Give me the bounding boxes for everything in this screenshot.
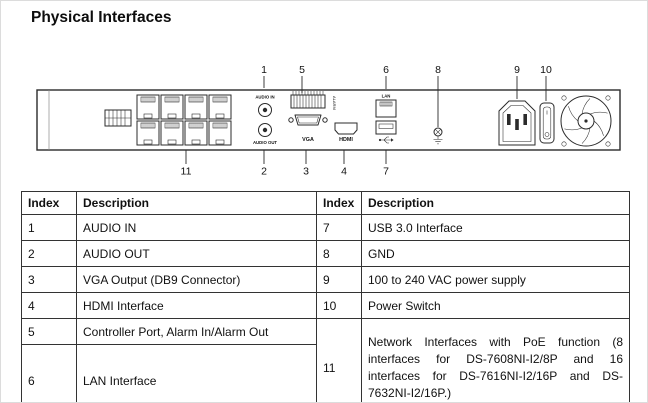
table-row: 3 VGA Output (DB9 Connector) 9 100 to 24… [21, 266, 630, 293]
header-index-left: Index [21, 191, 77, 215]
power-switch [539, 102, 555, 144]
fan-screw [561, 141, 567, 147]
interface-table: Index Description Index Description 1 AU… [21, 191, 630, 402]
table-row: 2 AUDIO OUT 8 GND [21, 240, 630, 267]
callout-9: 9 [514, 64, 520, 76]
desc-cell: VGA Output (DB9 Connector) [76, 266, 317, 293]
table-row: 1 AUDIO IN 7 USB 3.0 Interface [21, 214, 630, 241]
usb-trident-icon [378, 136, 394, 144]
desc-cell: HDMI Interface [76, 292, 317, 319]
index-cell: 11 [316, 318, 362, 402]
vga-port: VGA [288, 114, 328, 143]
desc-cell: Network Interfaces with PoE function (8 … [361, 318, 630, 402]
callout-10: 10 [540, 64, 552, 76]
desc-cell: AUDIO OUT [76, 240, 317, 267]
page-title: Physical Interfaces [31, 9, 172, 26]
desc-cell: Power Switch [361, 292, 630, 319]
alarm-terminal-block: ALARM [290, 91, 337, 110]
callout-11: 11 [181, 166, 192, 178]
callout-3: 3 [303, 166, 309, 178]
power-inlet [498, 100, 536, 146]
callout-lines-bottom [185, 150, 387, 164]
index-cell: 3 [21, 266, 77, 293]
alarm-label: ALARM [332, 96, 337, 110]
callout-4: 4 [341, 166, 347, 178]
index-cell: 6 [21, 344, 77, 402]
desc-cell: AUDIO IN [76, 214, 317, 241]
header-index-right: Index [316, 191, 362, 215]
fan-screw [605, 141, 611, 147]
table-row: 4 HDMI Interface 10 Power Switch [21, 292, 630, 319]
callout-6: 6 [383, 64, 389, 76]
index-cell: 5 [21, 318, 77, 345]
desc-cell: GND [361, 240, 630, 267]
rear-panel-diagram: AUDIO IN AUDIO OUT ALARM VGA HDMI [36, 64, 621, 178]
callout-5: 5 [299, 64, 305, 76]
hdmi-label: HDMI [339, 137, 353, 143]
callout-7: 7 [383, 166, 389, 178]
index-cell: 2 [21, 240, 77, 267]
usb-port [375, 120, 397, 144]
desc-cell: Controller Port, Alarm In/Alarm Out [76, 318, 317, 345]
table-header-row: Index Description Index Description [21, 191, 630, 215]
header-desc-right: Description [361, 191, 630, 215]
mini-terminal-block [104, 109, 132, 127]
index-cell: 7 [316, 214, 362, 241]
index-cell: 9 [316, 266, 362, 293]
desc-cell: 100 to 240 VAC power supply [361, 266, 630, 293]
fan-screw [605, 95, 611, 101]
lan-port: LAN [375, 94, 397, 118]
audio-in-label: AUDIO IN [255, 95, 274, 100]
callout-8: 8 [435, 64, 441, 76]
fan [560, 95, 612, 147]
lan-label: LAN [382, 94, 391, 99]
index-cell: 1 [21, 214, 77, 241]
vga-label: VGA [302, 137, 314, 143]
callout-1: 1 [261, 64, 267, 76]
callout-lines-top [263, 76, 547, 127]
callout-2: 2 [261, 166, 267, 178]
gnd-screw [433, 127, 443, 145]
fan-screw [561, 95, 567, 101]
index-cell: 4 [21, 292, 77, 319]
index-cell: 8 [316, 240, 362, 267]
audio-out-jack: AUDIO OUT [253, 123, 277, 145]
index-cell: 10 [316, 292, 362, 319]
audio-in-jack: AUDIO IN [255, 95, 275, 117]
desc-cell: LAN Interface [76, 344, 317, 402]
desc-cell: USB 3.0 Interface [361, 214, 630, 241]
table-row: 5 Controller Port, Alarm In/Alarm Out 11… [21, 318, 630, 402]
header-desc-left: Description [76, 191, 317, 215]
hdmi-port: HDMI [334, 122, 358, 143]
table-row: 6 LAN Interface [21, 344, 630, 402]
audio-out-label: AUDIO OUT [253, 140, 277, 145]
